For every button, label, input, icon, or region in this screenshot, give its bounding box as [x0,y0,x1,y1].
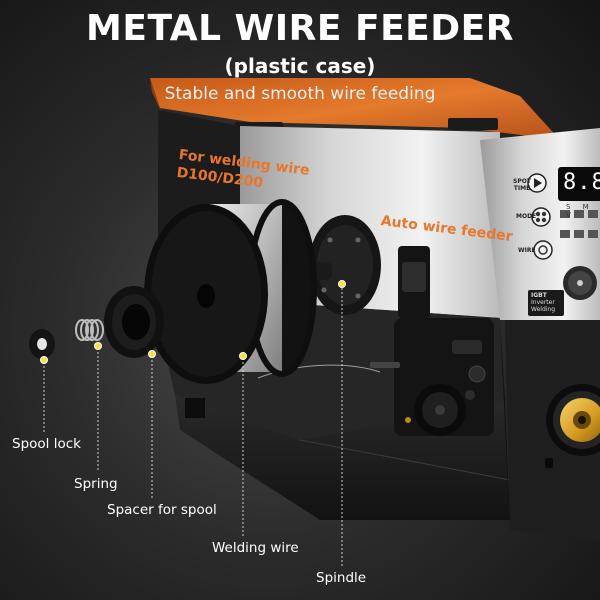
spool-spacer [104,286,164,358]
wire-label: WIRE [518,247,536,254]
spot-time-label: SPOT TIME [513,178,531,192]
mode-label: MODE [516,213,537,220]
spool-lock [29,329,55,359]
headline-title: METAL WIRE FEEDER [86,8,514,49]
label-spindle: Spindle [316,570,367,586]
marker-dot [239,352,247,360]
spring [75,319,104,341]
igbt-line2: Inverter [531,299,555,306]
wire-spool [144,199,317,384]
lcd-display: 8.8.8 [558,167,600,201]
spindle [262,215,381,315]
label-welding-wire: Welding wire [212,540,299,556]
marker-dot [148,350,156,358]
igbt-line1: IGBT [531,292,547,299]
wire-button[interactable] [533,240,553,260]
headline-tagline: Stable and smooth wire feeding [164,84,436,104]
marker-dot [94,342,102,350]
lcd-units: S M V [566,203,589,219]
marker-dot [40,356,48,364]
headline-subtitle: (plastic case) [224,54,376,78]
igbt-badge [528,290,564,316]
marker-dot [338,280,346,288]
label-spring: Spring [74,476,118,492]
auto-wire-feeder [370,246,494,436]
igbt-badge-text: IGBT Inverter Welding [531,292,555,313]
label-spacer-for-spool: Spacer for spool [107,502,217,518]
label-spool-lock: Spool lock [12,436,81,452]
igbt-line3: Welding [531,306,556,313]
lid-hinge [448,118,498,130]
